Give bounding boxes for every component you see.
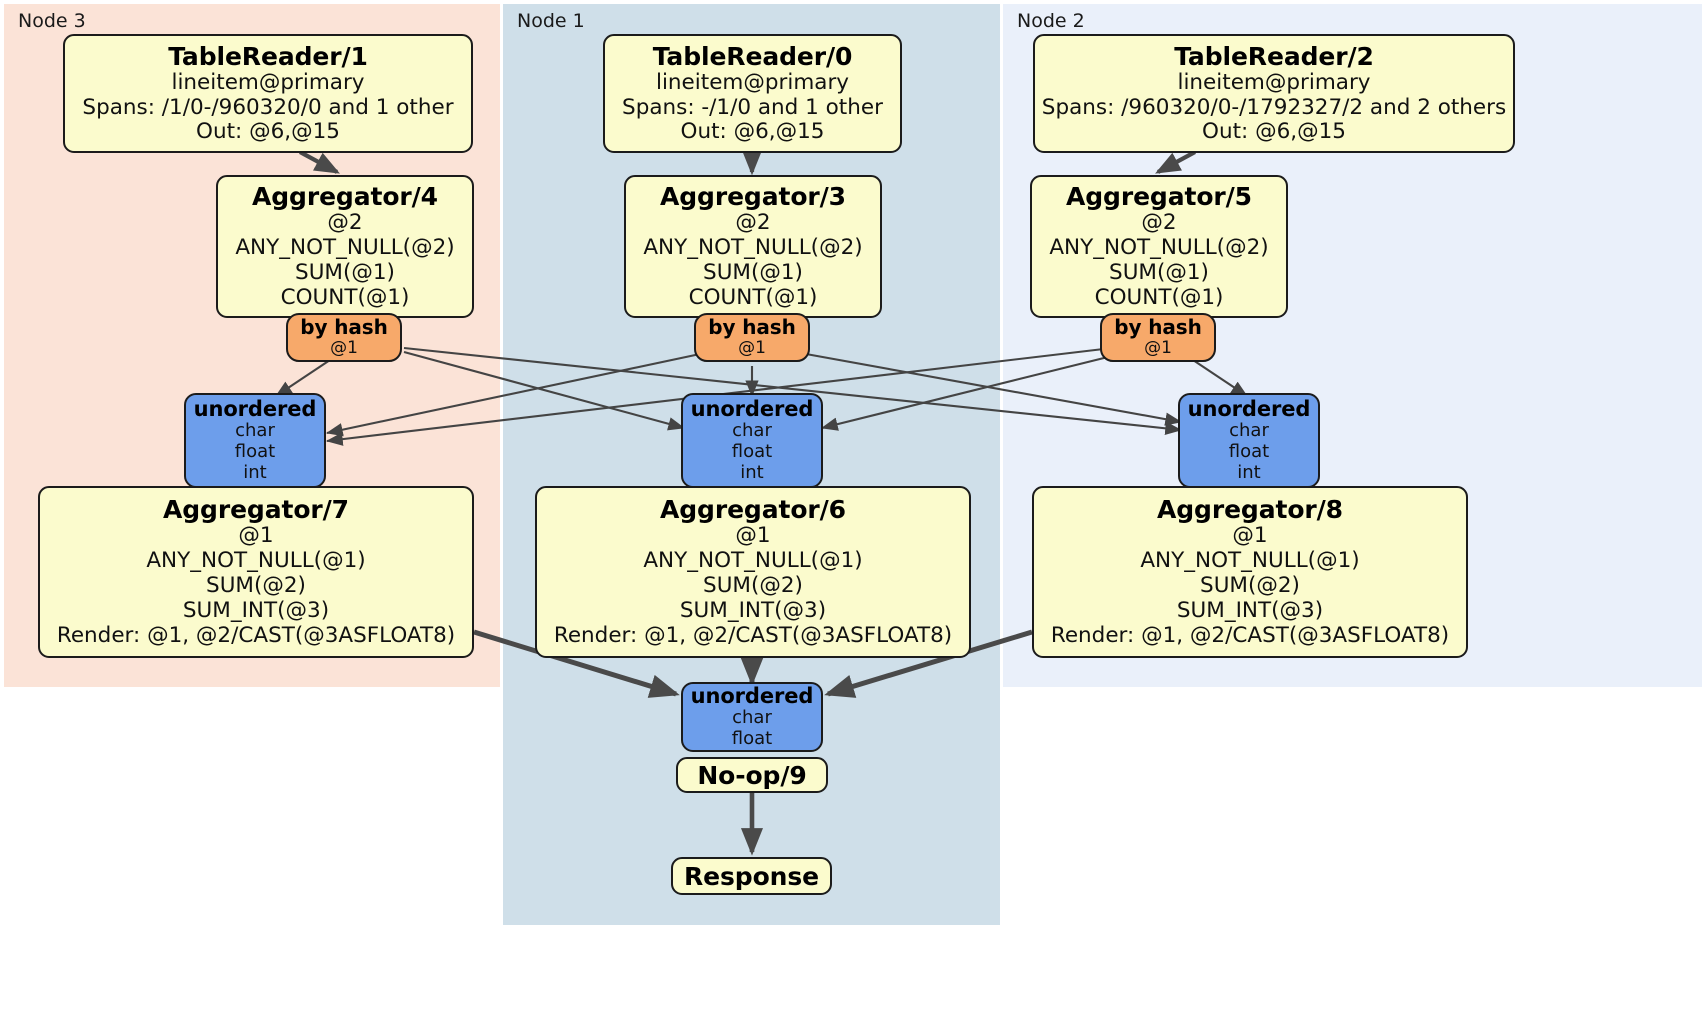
node-line: Out: @6,@15: [196, 119, 340, 145]
node-line: Out: @6,@15: [680, 119, 825, 145]
node-line: Render: @1, @2/CAST(@3ASFLOAT8): [1050, 622, 1450, 648]
node-unordered-center[interactable]: unordered char float int: [681, 393, 823, 488]
node-line: ANY_NOT_NULL(@2): [643, 235, 863, 261]
node-line: ANY_NOT_NULL(@1): [146, 548, 366, 574]
node-line: ANY_NOT_NULL(@1): [1140, 548, 1360, 574]
node-line: COUNT(@1): [1094, 284, 1224, 310]
node-line: SUM_INT(@3): [679, 597, 827, 623]
node-noop9[interactable]: No-op/9: [676, 757, 828, 793]
node-line: Spans: /960320/0-/1792327/2 and 2 others: [1041, 94, 1507, 120]
cluster-label-node1: Node 1: [517, 10, 585, 32]
node-line: char: [732, 707, 772, 729]
node-byhash-right[interactable]: by hash @1: [1100, 313, 1216, 362]
node-byhash-left[interactable]: by hash @1: [286, 313, 402, 362]
node-line: COUNT(@1): [688, 284, 818, 310]
node-title: by hash: [300, 315, 388, 340]
node-aggregator5[interactable]: Aggregator/5 @2 ANY_NOT_NULL(@2) SUM(@1)…: [1030, 175, 1288, 318]
node-line: @2: [735, 210, 771, 236]
node-title: Aggregator/7: [163, 495, 349, 525]
cluster-label-node2: Node 2: [1017, 10, 1085, 32]
node-line: SUM(@2): [703, 573, 803, 599]
node-title: unordered: [690, 397, 814, 421]
node-line: @2: [1141, 210, 1177, 236]
node-aggregator4[interactable]: Aggregator/4 @2 ANY_NOT_NULL(@2) SUM(@1)…: [216, 175, 474, 318]
node-line: SUM(@1): [295, 260, 395, 285]
node-title: by hash: [708, 315, 796, 340]
node-title: by hash: [1114, 315, 1202, 340]
node-line: float: [1228, 441, 1270, 463]
node-line: Spans: /1/0-/960320/0 and 1 other: [82, 94, 454, 120]
node-line: ANY_NOT_NULL(@1): [643, 548, 863, 574]
node-line: Render: @1, @2/CAST(@3ASFLOAT8): [553, 622, 953, 648]
node-aggregator3[interactable]: Aggregator/3 @2 ANY_NOT_NULL(@2) SUM(@1)…: [624, 175, 882, 318]
node-byhash-center[interactable]: by hash @1: [694, 313, 810, 362]
node-line: float: [731, 728, 773, 750]
node-line: @1: [238, 523, 274, 549]
node-line: char: [732, 420, 772, 442]
node-line: @1: [738, 338, 766, 359]
node-line: ANY_NOT_NULL(@2): [1049, 235, 1269, 261]
cluster-label-node3: Node 3: [18, 10, 86, 32]
node-aggregator6[interactable]: Aggregator/6 @1 ANY_NOT_NULL(@1) SUM(@2)…: [535, 486, 971, 658]
node-line: SUM(@2): [206, 573, 306, 599]
node-unordered-final[interactable]: unordered char float: [681, 682, 823, 752]
node-line: SUM(@1): [1109, 260, 1209, 285]
node-line: float: [234, 441, 276, 463]
node-line: int: [1237, 462, 1261, 484]
node-line: int: [243, 462, 267, 484]
node-aggregator7[interactable]: Aggregator/7 @1 ANY_NOT_NULL(@1) SUM(@2)…: [38, 486, 474, 658]
node-line: SUM_INT(@3): [1176, 597, 1324, 623]
node-line: ANY_NOT_NULL(@2): [235, 235, 455, 261]
node-line: int: [740, 462, 764, 484]
node-title: Aggregator/5: [1066, 182, 1252, 212]
node-line: lineitem@primary: [655, 69, 850, 95]
node-response[interactable]: Response: [671, 857, 832, 895]
node-tablereader0[interactable]: TableReader/0 lineitem@primary Spans: -/…: [603, 34, 902, 153]
node-title: unordered: [193, 397, 317, 421]
node-title: unordered: [690, 683, 814, 708]
node-title: Response: [684, 861, 819, 891]
node-aggregator8[interactable]: Aggregator/8 @1 ANY_NOT_NULL(@1) SUM(@2)…: [1032, 486, 1468, 658]
node-line: SUM(@1): [703, 260, 803, 285]
node-title: TableReader/2: [1174, 41, 1374, 71]
node-tablereader2[interactable]: TableReader/2 lineitem@primary Spans: /9…: [1033, 34, 1515, 153]
node-line: @1: [1144, 338, 1172, 359]
node-title: TableReader/1: [168, 41, 368, 71]
node-unordered-right[interactable]: unordered char float int: [1178, 393, 1320, 488]
node-line: float: [731, 441, 773, 463]
node-title: Aggregator/4: [252, 182, 438, 212]
node-line: COUNT(@1): [280, 284, 410, 310]
node-title: TableReader/0: [652, 41, 853, 71]
node-title: No-op/9: [697, 760, 807, 790]
node-title: Aggregator/8: [1157, 495, 1343, 525]
node-line: @1: [735, 523, 771, 549]
node-line: @1: [1232, 523, 1268, 549]
node-line: Render: @1, @2/CAST(@3ASFLOAT8): [56, 622, 456, 648]
node-line: Out: @6,@15: [1202, 119, 1346, 145]
node-line: char: [1229, 420, 1269, 442]
node-line: char: [235, 420, 275, 442]
node-line: lineitem@primary: [171, 69, 365, 95]
node-line: SUM_INT(@3): [182, 597, 330, 623]
node-title: Aggregator/6: [660, 495, 846, 525]
node-title: unordered: [1187, 397, 1311, 421]
node-title: Aggregator/3: [660, 182, 846, 212]
node-line: SUM(@2): [1200, 573, 1300, 599]
node-tablereader1[interactable]: TableReader/1 lineitem@primary Spans: /1…: [63, 34, 473, 153]
node-line: @1: [330, 338, 358, 359]
node-unordered-left[interactable]: unordered char float int: [184, 393, 326, 488]
node-line: Spans: -/1/0 and 1 other: [622, 94, 883, 120]
node-line: lineitem@primary: [1177, 69, 1371, 95]
node-line: @2: [327, 210, 363, 236]
